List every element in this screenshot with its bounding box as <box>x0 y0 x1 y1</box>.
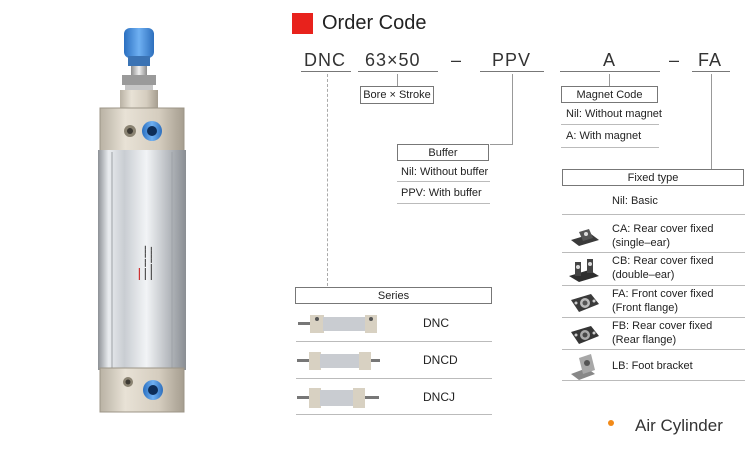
buffer-separator <box>397 181 490 182</box>
fixed-separator <box>562 317 745 318</box>
code-mount-underline <box>692 71 730 72</box>
single-ear-mount-icon <box>571 229 599 246</box>
buffer-separator <box>397 203 490 204</box>
mount-connector <box>711 74 712 170</box>
code-buffer: PPV <box>492 50 532 70</box>
page-title: Order Code <box>322 12 427 34</box>
magnet-separator <box>561 124 659 125</box>
code-magnet-underline <box>560 71 660 72</box>
svg-text:▬▬▬▬ ▬▬▬▬: ▬▬▬▬ ▬▬▬▬ <box>148 247 153 280</box>
air-cylinder-photo: ▬▬▬ ▬▬▬ ▬▬ ▬▬▬ ▬▬▬▬ ▬▬▬▬ <box>98 28 186 413</box>
fixed-ca-line2: (single–ear) <box>612 237 671 249</box>
magnet-option-a: A: With magnet <box>566 130 642 142</box>
magnet-separator <box>561 147 659 148</box>
code-buffer-underline <box>480 71 544 72</box>
series-row-dnc: DNC <box>296 305 491 341</box>
magnet-code-title: Magnet Code <box>561 86 658 103</box>
series-title: Series <box>295 287 492 304</box>
svg-text:▬▬▬ ▬▬ ▬▬▬: ▬▬▬ ▬▬ ▬▬▬ <box>142 246 147 280</box>
dncj-cylinder-thumbnail <box>297 388 379 408</box>
buffer-connector-h <box>490 144 513 145</box>
footer-bullet <box>608 420 614 426</box>
fixed-cb-line1: CB: Rear cover fixed <box>612 255 714 267</box>
fixed-separator <box>562 252 745 253</box>
bore-stroke-box: Bore × Stroke <box>360 86 434 104</box>
dnc-cylinder-thumbnail <box>298 315 377 333</box>
fixed-separator <box>562 349 745 350</box>
series-separator <box>296 341 492 342</box>
series-separator <box>296 378 492 379</box>
magnet-option-nil: Nil: Without magnet <box>566 108 662 120</box>
code-mount: FA <box>698 50 723 70</box>
order-code-marker <box>292 13 313 34</box>
fixed-fa-line2: (Front flange) <box>612 302 679 314</box>
fixed-ca-line1: CA: Rear cover fixed <box>612 223 714 235</box>
fixed-separator <box>562 214 745 215</box>
code-size-underline <box>358 71 438 72</box>
dncd-cylinder-thumbnail <box>297 352 380 370</box>
series-connector <box>327 74 328 286</box>
rear-flange-icon <box>571 326 599 344</box>
svg-text:▬▬▬: ▬▬▬ <box>136 268 141 280</box>
fixed-type-title: Fixed type <box>562 169 744 186</box>
series-label-dncd: DNCD <box>423 353 458 367</box>
double-ear-mount-icon <box>569 259 599 282</box>
code-model-underline <box>301 71 351 72</box>
fixed-cb-line2: (double–ear) <box>612 269 675 281</box>
magnet-connector <box>609 74 610 86</box>
bore-connector <box>397 74 398 86</box>
fixed-option-basic: Nil: Basic <box>612 195 658 207</box>
fixed-separator <box>562 380 745 381</box>
code-dash-2: – <box>669 50 681 70</box>
code-size: 63×50 <box>365 50 421 70</box>
fixed-fa-line1: FA: Front cover fixed <box>612 288 714 300</box>
code-magnet: A <box>603 50 617 70</box>
buffer-connector-v <box>512 74 513 144</box>
code-model: DNC <box>304 50 346 70</box>
buffer-option-ppv: PPV: With buffer <box>401 187 482 199</box>
fixed-fb-line2: (Rear flange) <box>612 334 677 346</box>
code-dash-1: – <box>451 50 463 70</box>
footer-label: Air Cylinder <box>635 416 723 435</box>
series-separator <box>296 414 492 415</box>
series-row-dncd: DNCD <box>296 342 491 378</box>
buffer-option-nil: Nil: Without buffer <box>401 166 489 178</box>
series-row-dncj: DNCJ <box>296 379 491 415</box>
fixed-separator <box>562 285 745 286</box>
series-label-dncj: DNCJ <box>423 390 455 404</box>
series-label-dnc: DNC <box>423 316 449 330</box>
foot-bracket-icon <box>571 354 595 380</box>
fixed-fb-line1: FB: Rear cover fixed <box>612 320 713 332</box>
front-flange-icon <box>571 294 599 312</box>
fixed-lb-line1: LB: Foot bracket <box>612 360 693 372</box>
buffer-title: Buffer <box>397 144 489 161</box>
